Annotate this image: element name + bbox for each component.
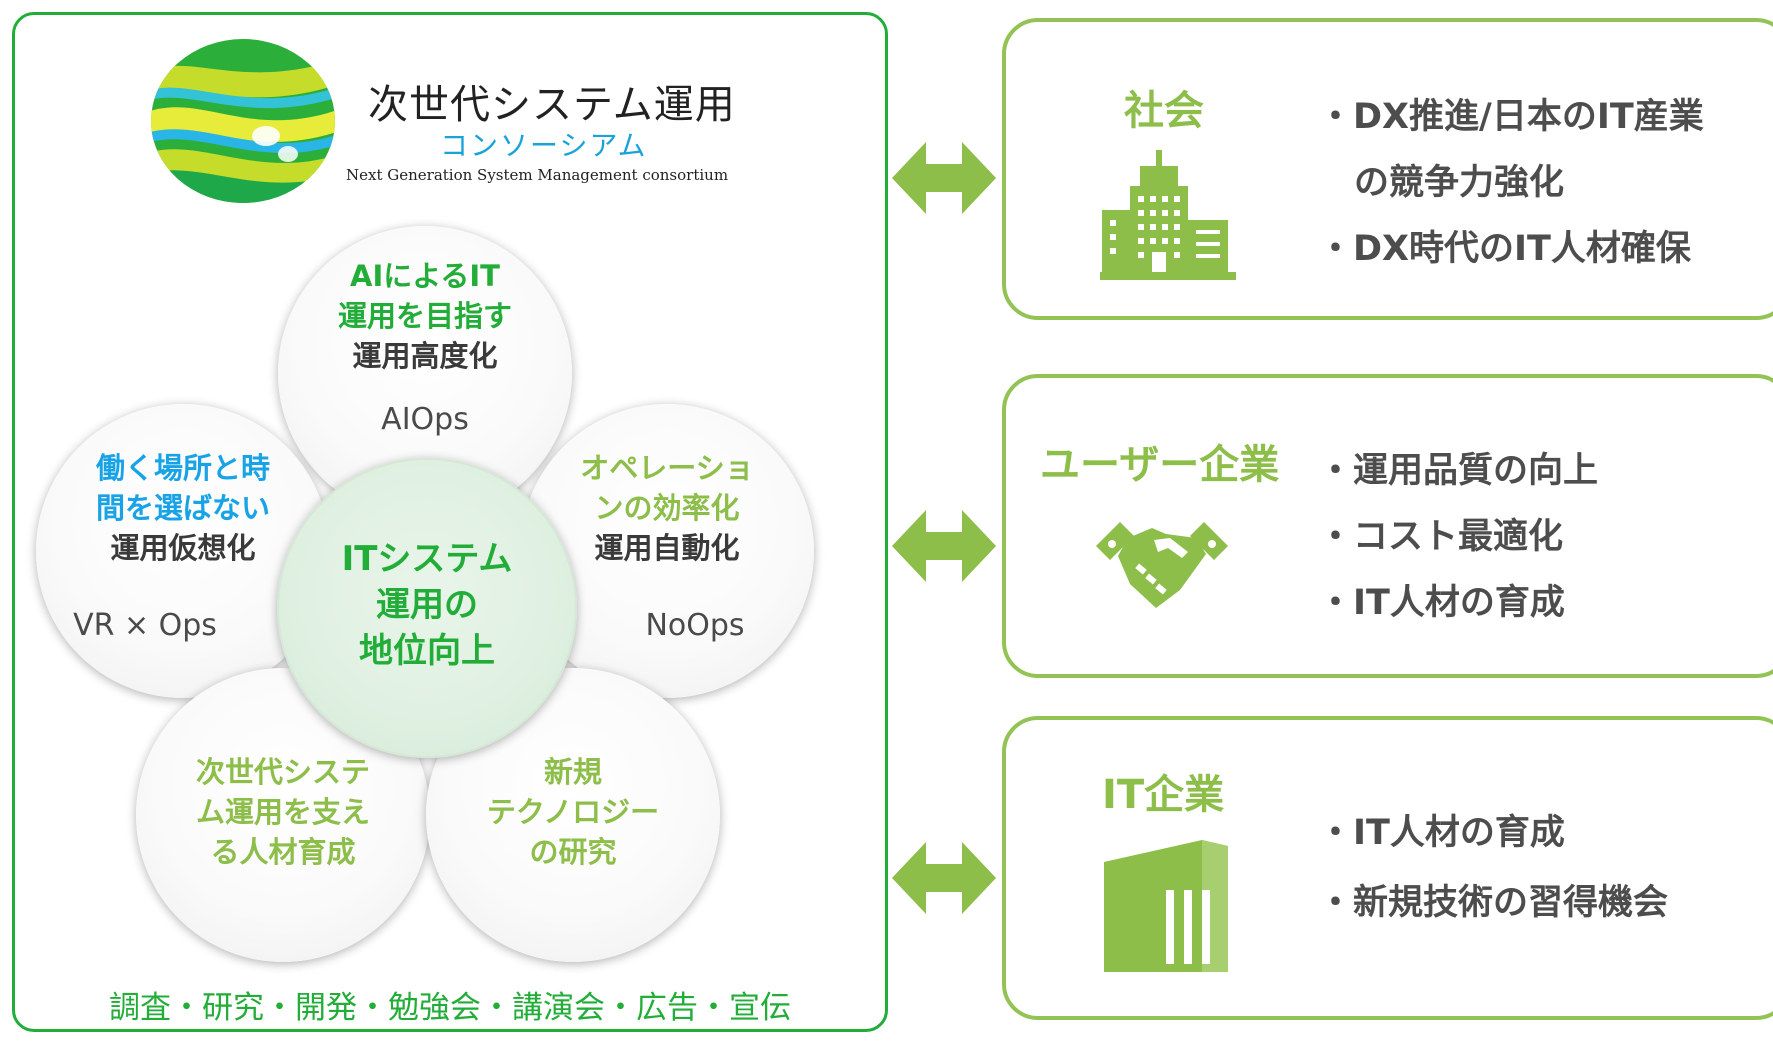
- user-company-bullet-2: ・コスト最適化: [1318, 517, 1564, 557]
- vr-line1: 働く場所と時: [95, 451, 270, 485]
- vr-line3: 運用仮想化: [110, 531, 256, 565]
- office-building-icon: [1100, 150, 1236, 280]
- circle-center: [277, 458, 577, 758]
- newtech-line3: の研究: [529, 835, 617, 869]
- aiops-line3: 運用高度化: [352, 339, 498, 373]
- it-company-bullet-2: ・新規技術の習得機会: [1318, 883, 1669, 923]
- logo-title: 次世代システム運用: [368, 82, 736, 128]
- society-bullet-3: ・DX時代のIT人材確保: [1318, 229, 1691, 269]
- noops-label: NoOps: [645, 608, 745, 643]
- logo-subtitle: コンソーシアム: [440, 129, 648, 162]
- stakeholder-user-company-panel: [1002, 374, 1773, 678]
- double-arrow-icon: [892, 842, 996, 914]
- it-company-bullet-1: ・IT人材の育成: [1318, 813, 1565, 853]
- society-bullet-1: ・DX推進/日本のIT産業: [1318, 97, 1704, 137]
- noops-line1: オペレーショ: [580, 451, 754, 485]
- talent-line2: ム運用を支え: [195, 795, 370, 829]
- user-company-category: ユーザー企業: [1040, 442, 1280, 488]
- center-line3: 地位向上: [359, 631, 495, 671]
- newtech-line2: テクノロジー: [486, 795, 660, 829]
- double-arrow-icon: [892, 142, 996, 214]
- user-company-bullet-1: ・運用品質の向上: [1318, 451, 1599, 491]
- talent-line1: 次世代システ: [195, 755, 370, 789]
- aiops-line1: AIによるIT: [350, 259, 500, 293]
- stakeholder-it-company-panel: [1002, 716, 1773, 1020]
- user-company-bullet-3: ・IT人材の育成: [1318, 583, 1565, 623]
- double-arrow-icon: [892, 510, 996, 582]
- society-bullet-2: の競争力強化: [1354, 163, 1565, 203]
- newtech-line1: 新規: [543, 755, 602, 789]
- consortium-logo-icon: [151, 39, 335, 203]
- talent-line3: る人材育成: [210, 835, 356, 869]
- noops-line2: ンの効率化: [594, 491, 740, 525]
- circle-vr-ops: [36, 404, 330, 698]
- vr-line2: 間を選ばない: [95, 491, 270, 525]
- stakeholder-society-panel: [1002, 18, 1773, 320]
- center-line2: 運用の: [376, 585, 478, 625]
- activities-footer: 調査・研究・開発・勉強会・講演会・広告・宣伝: [109, 990, 791, 1026]
- vr-ops-label: VR × Ops: [73, 608, 217, 643]
- it-company-category: IT企業: [1102, 772, 1225, 818]
- aiops-label: AIOps: [381, 402, 469, 437]
- aiops-line2: 運用を目指す: [337, 299, 512, 333]
- center-line1: ITシステム: [341, 539, 513, 579]
- consortium-panel: [12, 12, 888, 1032]
- company-building-icon: [1104, 840, 1228, 972]
- logo-english: Next Generation System Management consor…: [346, 166, 729, 184]
- society-category: 社会: [1124, 88, 1204, 134]
- noops-line3: 運用自動化: [594, 531, 740, 565]
- handshake-icon: [1096, 522, 1228, 608]
